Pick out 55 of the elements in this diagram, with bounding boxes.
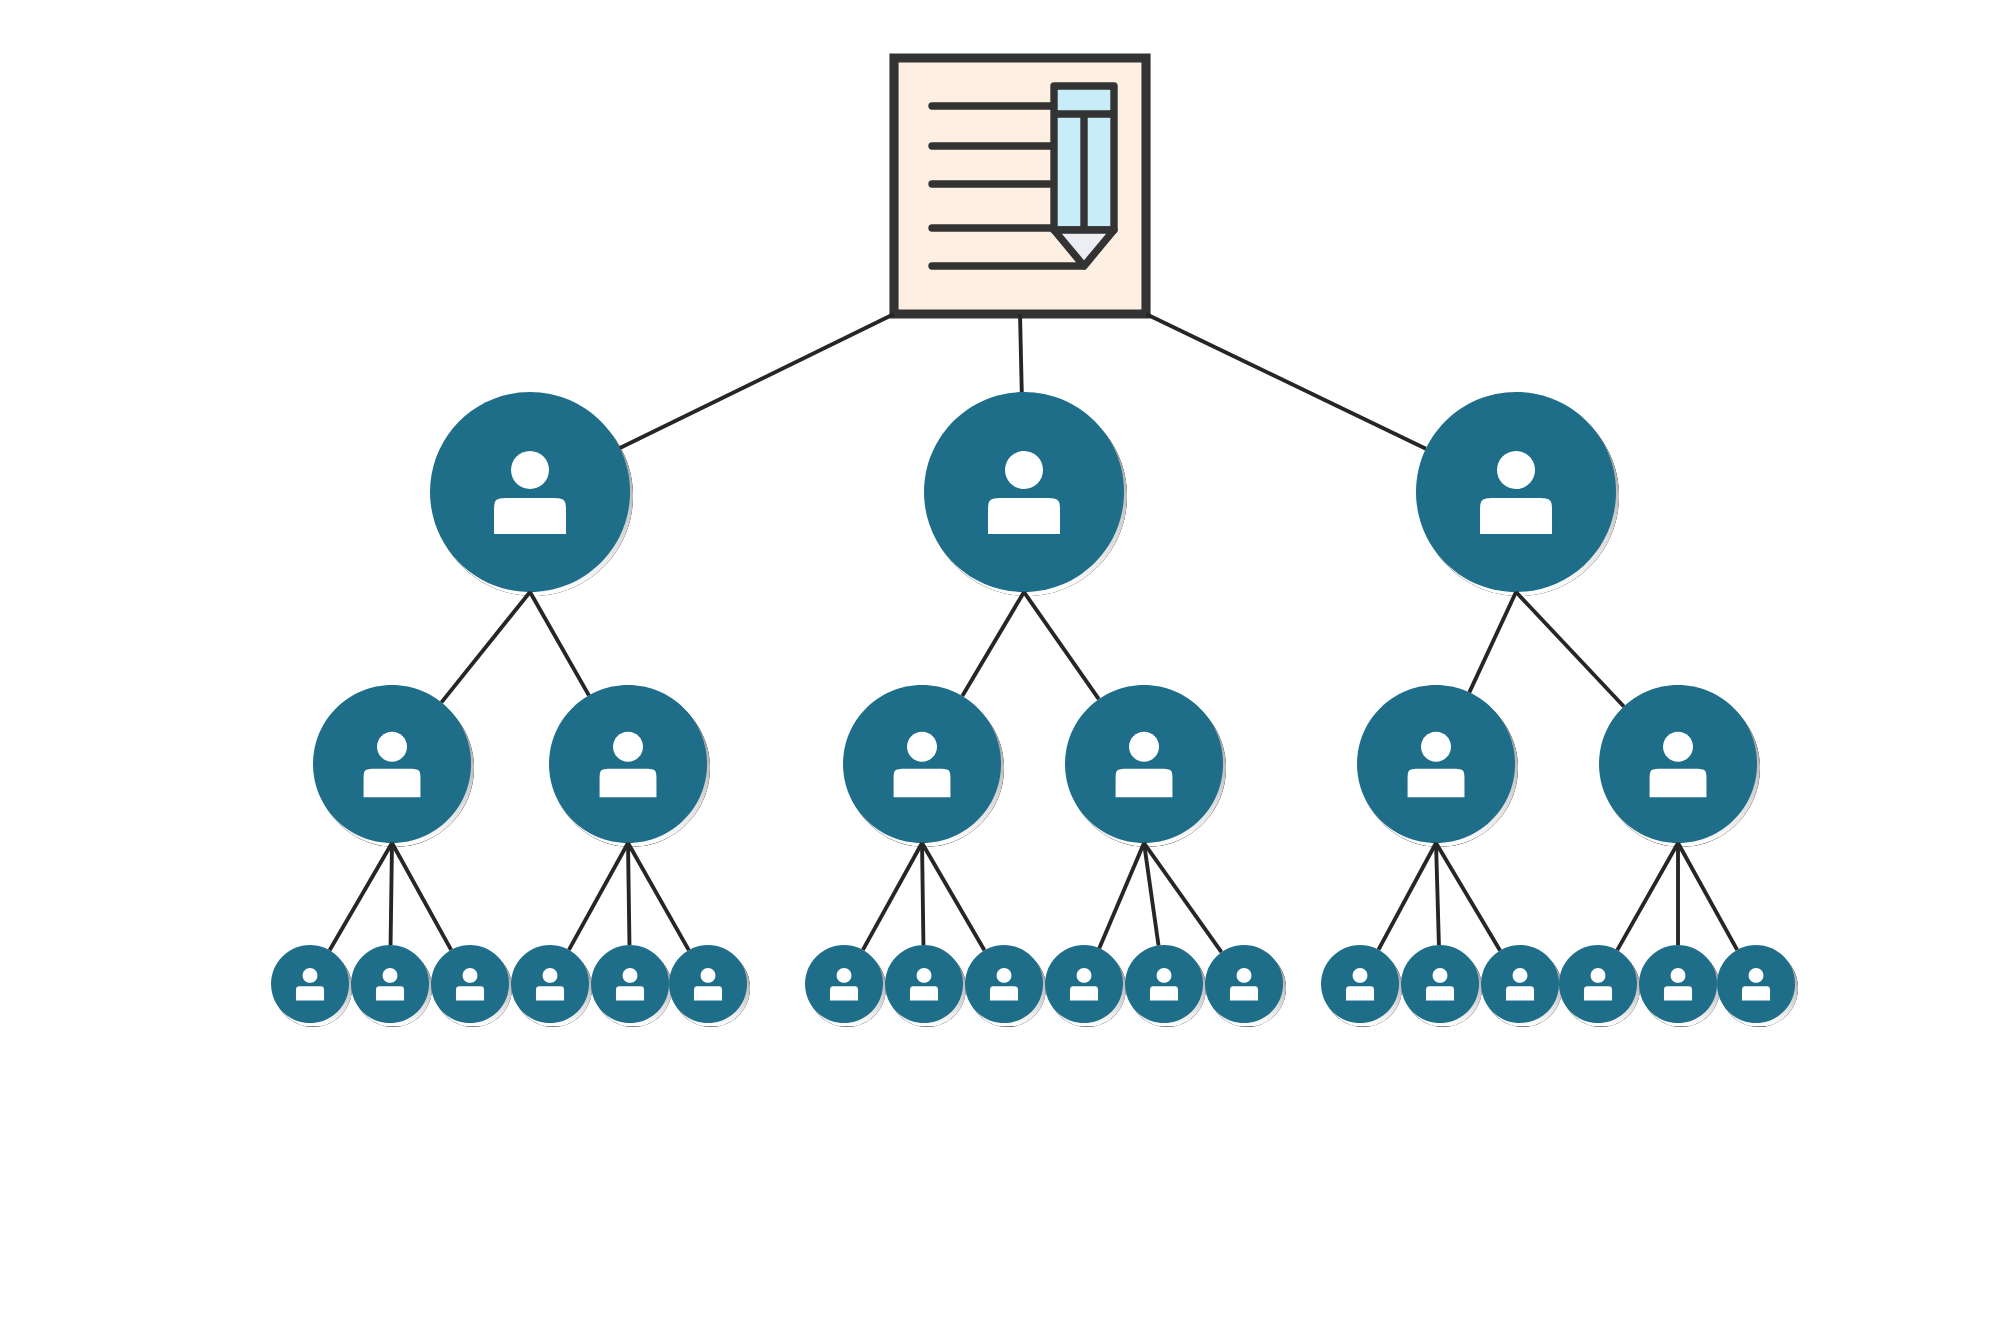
connector-line (388, 843, 394, 946)
connector-line (1142, 842, 1161, 946)
person-circle (313, 685, 474, 847)
person-circle (885, 945, 966, 1027)
person-circle (805, 945, 886, 1027)
connector-line (1467, 591, 1518, 694)
person-circle (549, 685, 710, 847)
connector-line (1676, 843, 1680, 945)
connector-line (1434, 842, 1502, 952)
connector-line (528, 591, 591, 697)
person-circle (591, 945, 672, 1027)
connector-line (1145, 312, 1427, 451)
connector-line (1097, 842, 1146, 949)
connector-line (626, 842, 691, 952)
person-circle (924, 392, 1127, 596)
person-circle (669, 945, 750, 1027)
person-circle (351, 945, 432, 1027)
connector-line (439, 590, 532, 704)
person-circle (1205, 945, 1286, 1027)
person-circle (1125, 945, 1206, 1027)
connector-line (1018, 313, 1024, 393)
connector-line (960, 591, 1026, 698)
person-circle (1065, 685, 1226, 847)
connector-line (920, 842, 987, 952)
person-circle (1559, 945, 1640, 1027)
connector-line (626, 843, 632, 946)
person-circle (430, 392, 633, 596)
person-circle (1401, 945, 1482, 1027)
connector-line (1022, 590, 1101, 701)
person-circle (1717, 945, 1798, 1027)
connector-line (1615, 842, 1680, 952)
connector-line (567, 842, 630, 951)
connector-line (1142, 841, 1224, 954)
connector-line (1434, 842, 1441, 946)
connector-line (1376, 842, 1438, 951)
person-circle (1481, 945, 1562, 1027)
connector-line (619, 312, 895, 450)
person-circle (1416, 392, 1619, 596)
person-circle (843, 685, 1004, 847)
connector-line (920, 843, 926, 946)
person-circle (431, 945, 512, 1027)
connector-line (390, 842, 453, 951)
person-circle (1045, 945, 1126, 1027)
person-circle (271, 945, 352, 1027)
person-circle (1639, 945, 1720, 1027)
person-circle (965, 945, 1046, 1027)
connector-line (327, 842, 394, 952)
document-pencil-icon (889, 53, 1151, 319)
person-circle (1599, 685, 1760, 847)
connector-line (1514, 590, 1626, 708)
person-circle (1321, 945, 1402, 1027)
person-circle (511, 945, 592, 1027)
person-circle (1357, 685, 1518, 847)
connector-line (861, 842, 924, 951)
connector-line (1676, 842, 1739, 951)
